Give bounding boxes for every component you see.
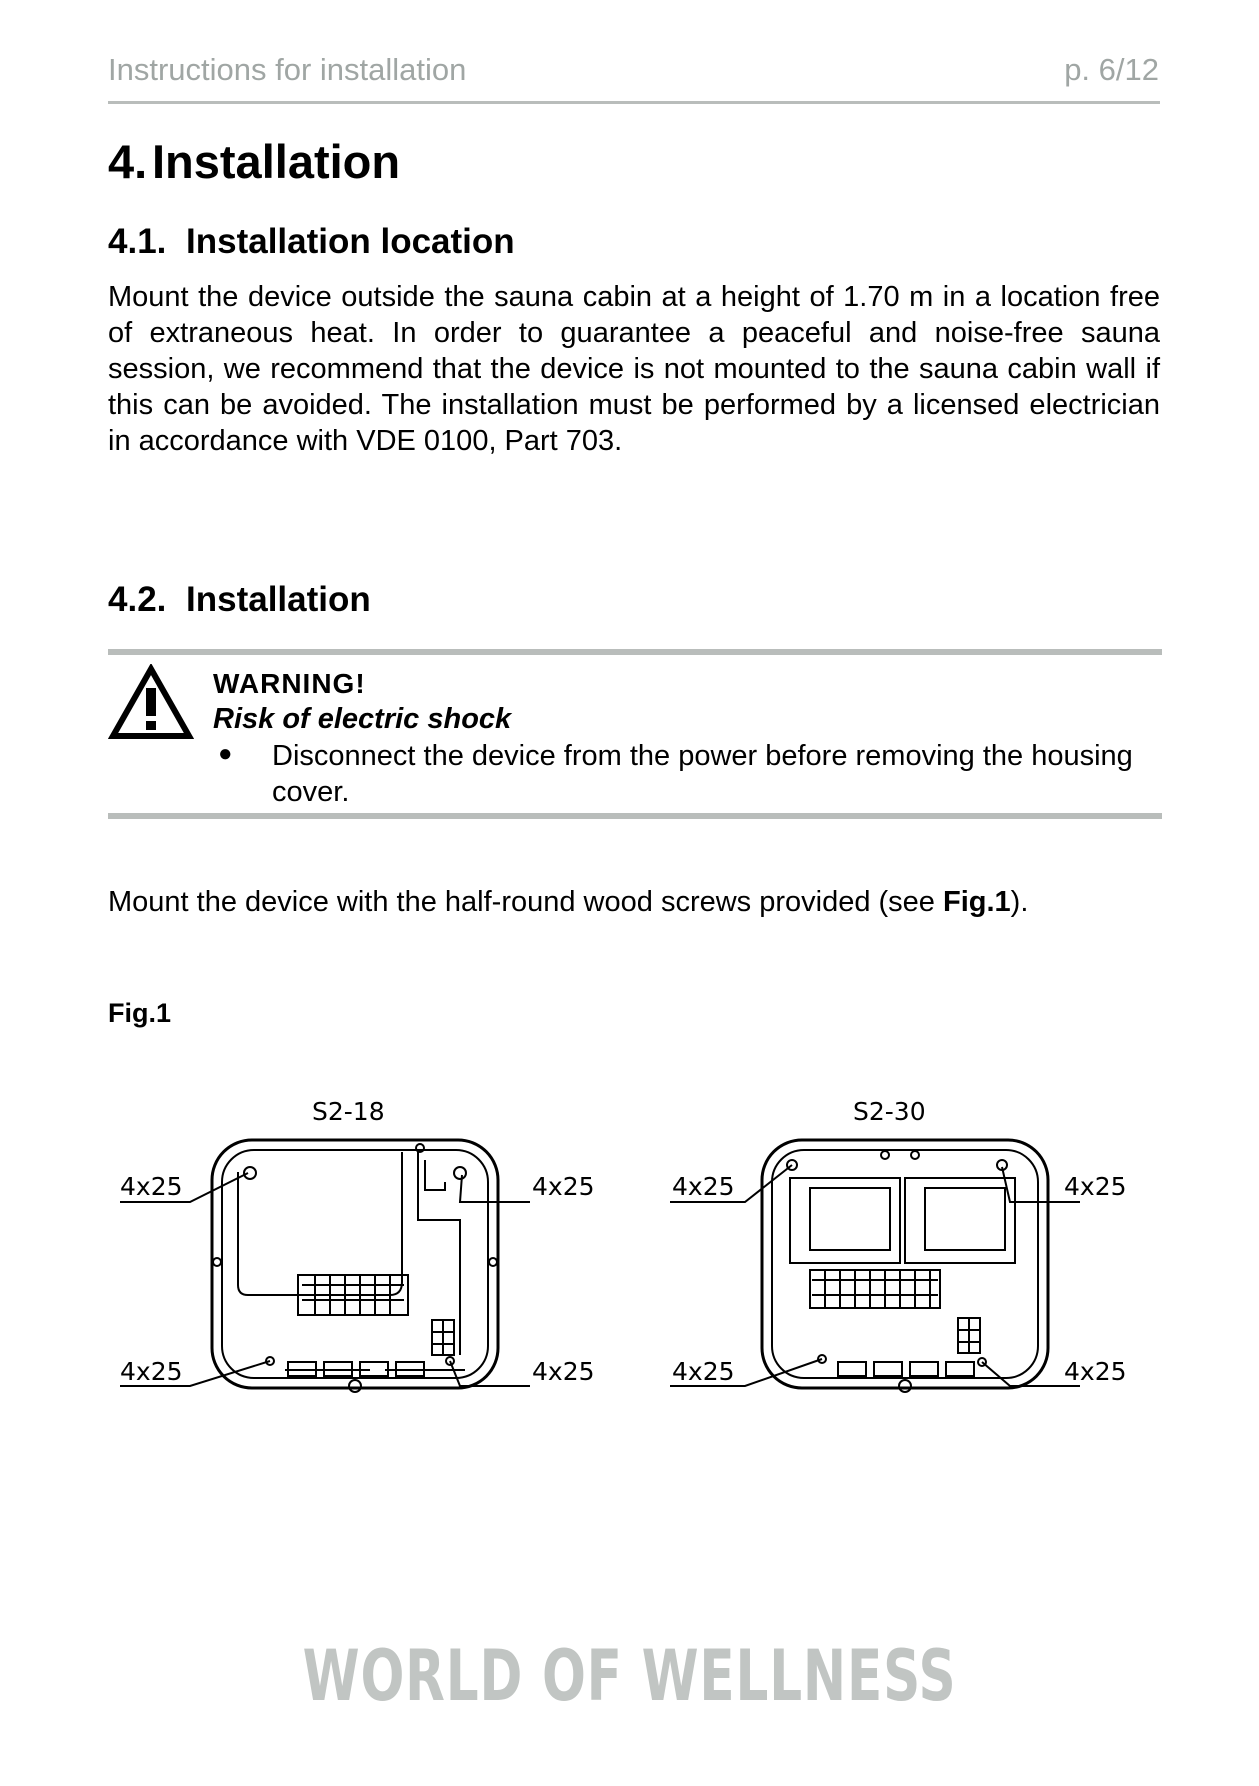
warning-bullet-text: Disconnect the device from the power bef… — [272, 740, 1133, 808]
screw-label: 4x25 — [1064, 1357, 1127, 1386]
header-divider — [108, 101, 1160, 104]
page-number: p. 6/12 — [1064, 52, 1159, 87]
subsection-title: Installation — [186, 580, 371, 619]
figure-label: Fig.1 — [108, 998, 172, 1028]
warning-subtitle: Risk of electric shock — [213, 703, 512, 735]
warning-top-rule — [108, 649, 1162, 655]
screw-label: 4x25 — [532, 1172, 595, 1201]
screw-label: 4x25 — [120, 1357, 183, 1386]
warning-title: WARNING! — [213, 668, 366, 699]
section-title: Installation — [152, 135, 401, 188]
bullet-icon: ● — [218, 740, 233, 767]
screw-label: 4x25 — [1064, 1172, 1127, 1201]
subsection-title: Installation location — [186, 222, 515, 261]
header-title: Instructions for installation — [108, 52, 467, 87]
subsection-number: 4.1. — [108, 222, 167, 261]
warning-triangle-icon — [108, 664, 194, 739]
screw-label: 4x25 — [672, 1357, 735, 1386]
device-s2-30-drawing — [670, 1138, 1080, 1393]
subsection-number: 4.2. — [108, 580, 167, 619]
section-number: 4. — [108, 135, 148, 188]
mount-instruction: Mount the device with the half-round woo… — [108, 884, 1160, 920]
footer-brand: WORLD OF WELLNESS — [302, 1635, 957, 1717]
mount-text-end: ). — [1010, 886, 1029, 918]
warning-bottom-rule — [108, 813, 1162, 819]
screw-label: 4x25 — [672, 1172, 735, 1201]
screw-label: 4x25 — [120, 1172, 183, 1201]
screw-label: 4x25 — [532, 1357, 595, 1386]
location-paragraph: Mount the device outside the sauna cabin… — [108, 281, 1160, 457]
section-heading: 4.Installation — [108, 134, 400, 189]
model-label-s2-18: S2-18 — [312, 1097, 385, 1126]
subsection-heading-installation: 4.2. Installation — [108, 580, 371, 620]
device-s2-18-drawing — [120, 1138, 530, 1393]
subsection-heading-location: 4.1. Installation location — [108, 222, 515, 262]
model-label-s2-30: S2-30 — [853, 1097, 926, 1126]
figure-reference: Fig.1 — [943, 886, 1011, 918]
mount-text: Mount the device with the half-round woo… — [108, 886, 943, 918]
figure-1-mounting-diagram: S2-18 4x25 4x25 4x25 4x25 S2-30 4x25 4x2… — [120, 1097, 1127, 1393]
